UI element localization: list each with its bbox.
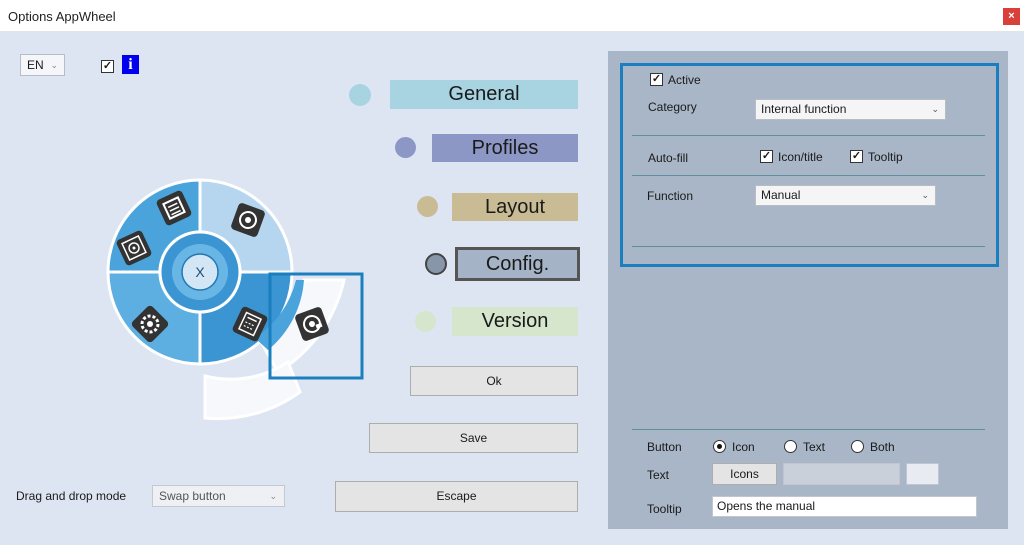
title-bar: Options AppWheel × (0, 0, 1024, 32)
ok-button[interactable]: Ok (410, 366, 578, 396)
divider (632, 135, 985, 136)
tab-general[interactable]: General (390, 80, 578, 109)
drag-drop-value: Swap button (159, 489, 226, 503)
icons-button[interactable]: Icons (712, 463, 777, 485)
disc-icon (116, 230, 152, 266)
text-input[interactable] (783, 463, 900, 485)
drag-drop-label: Drag and drop mode (16, 489, 127, 503)
category-value: Internal function (761, 102, 847, 116)
profiles-dot-icon (395, 137, 416, 158)
save-button[interactable]: Save (369, 423, 578, 453)
text-label: Text (647, 468, 670, 482)
sound-disc-icon (295, 307, 329, 341)
category-label: Category (648, 100, 697, 114)
calculator-icon (232, 306, 268, 342)
tab-profiles[interactable]: Profiles (432, 134, 578, 162)
chevron-down-icon: ⌄ (921, 190, 929, 200)
info-icon[interactable]: i (122, 55, 139, 74)
tab-layout[interactable]: Layout (452, 193, 578, 221)
escape-button[interactable]: Escape (335, 481, 578, 512)
radio-text[interactable] (784, 440, 797, 453)
version-dot-icon (415, 311, 436, 332)
close-button[interactable]: × (1003, 8, 1020, 25)
color-swatch[interactable] (906, 463, 939, 485)
wheel-segment-outer-blue[interactable] (255, 280, 304, 350)
tooltip-input[interactable]: Opens the manual (712, 496, 977, 517)
radio-both[interactable] (851, 440, 864, 453)
divider (632, 175, 985, 176)
wheel-selection-frame (268, 272, 364, 380)
wheel-center-button[interactable] (181, 253, 219, 291)
tab-version[interactable]: Version (452, 307, 578, 336)
autofill-icon-title-label: Icon/title (778, 150, 823, 164)
radio-text-label: Text (803, 440, 826, 454)
radio-both-label: Both (870, 440, 895, 454)
wheel-segment-outer-bottom[interactable] (203, 359, 302, 421)
wheel-center-label: X (195, 264, 205, 280)
app-wheel: X (100, 172, 370, 432)
active-label: Active (668, 73, 701, 87)
wheel-svg: X (106, 178, 364, 421)
function-label: Function (647, 189, 694, 203)
tooltip-value: Opens the manual (717, 499, 816, 513)
enabled-checkbox[interactable]: ✓ (101, 60, 114, 73)
button-mode-label: Button (647, 440, 682, 454)
autofill-label: Auto-fill (648, 151, 689, 165)
divider (632, 246, 985, 247)
category-select[interactable]: Internal function ⌄ (755, 99, 946, 120)
function-select[interactable]: Manual ⌄ (755, 185, 936, 206)
autofill-tooltip-checkbox[interactable]: ✓ (850, 150, 863, 163)
autofill-icon-title-checkbox[interactable]: ✓ (760, 150, 773, 163)
gear-icon (131, 305, 169, 343)
chevron-down-icon: ⌄ (269, 491, 277, 501)
language-value: EN (27, 58, 44, 72)
config-panel (608, 51, 1008, 529)
function-value: Manual (761, 188, 801, 202)
layout-dot-icon (417, 196, 438, 217)
chevron-down-icon: ⌄ (931, 104, 939, 114)
document-icon (156, 190, 192, 226)
active-checkbox[interactable]: ✓ (650, 73, 663, 86)
chevron-down-icon: ⌄ (50, 60, 58, 70)
language-select[interactable]: EN ⌄ (20, 54, 65, 76)
radio-icon-label: Icon (732, 440, 755, 454)
config-dot-icon (425, 253, 447, 275)
config-highlight-frame (620, 63, 999, 267)
general-dot-icon (349, 84, 371, 106)
autofill-tooltip-label: Tooltip (868, 150, 903, 164)
drag-drop-select[interactable]: Swap button ⌄ (152, 485, 285, 507)
radio-icon[interactable] (713, 440, 726, 453)
music-disc-icon (231, 203, 265, 237)
window-title: Options AppWheel (8, 9, 116, 24)
tooltip-label: Tooltip (647, 502, 682, 516)
divider (632, 429, 985, 430)
tab-config[interactable]: Config. (455, 247, 580, 281)
